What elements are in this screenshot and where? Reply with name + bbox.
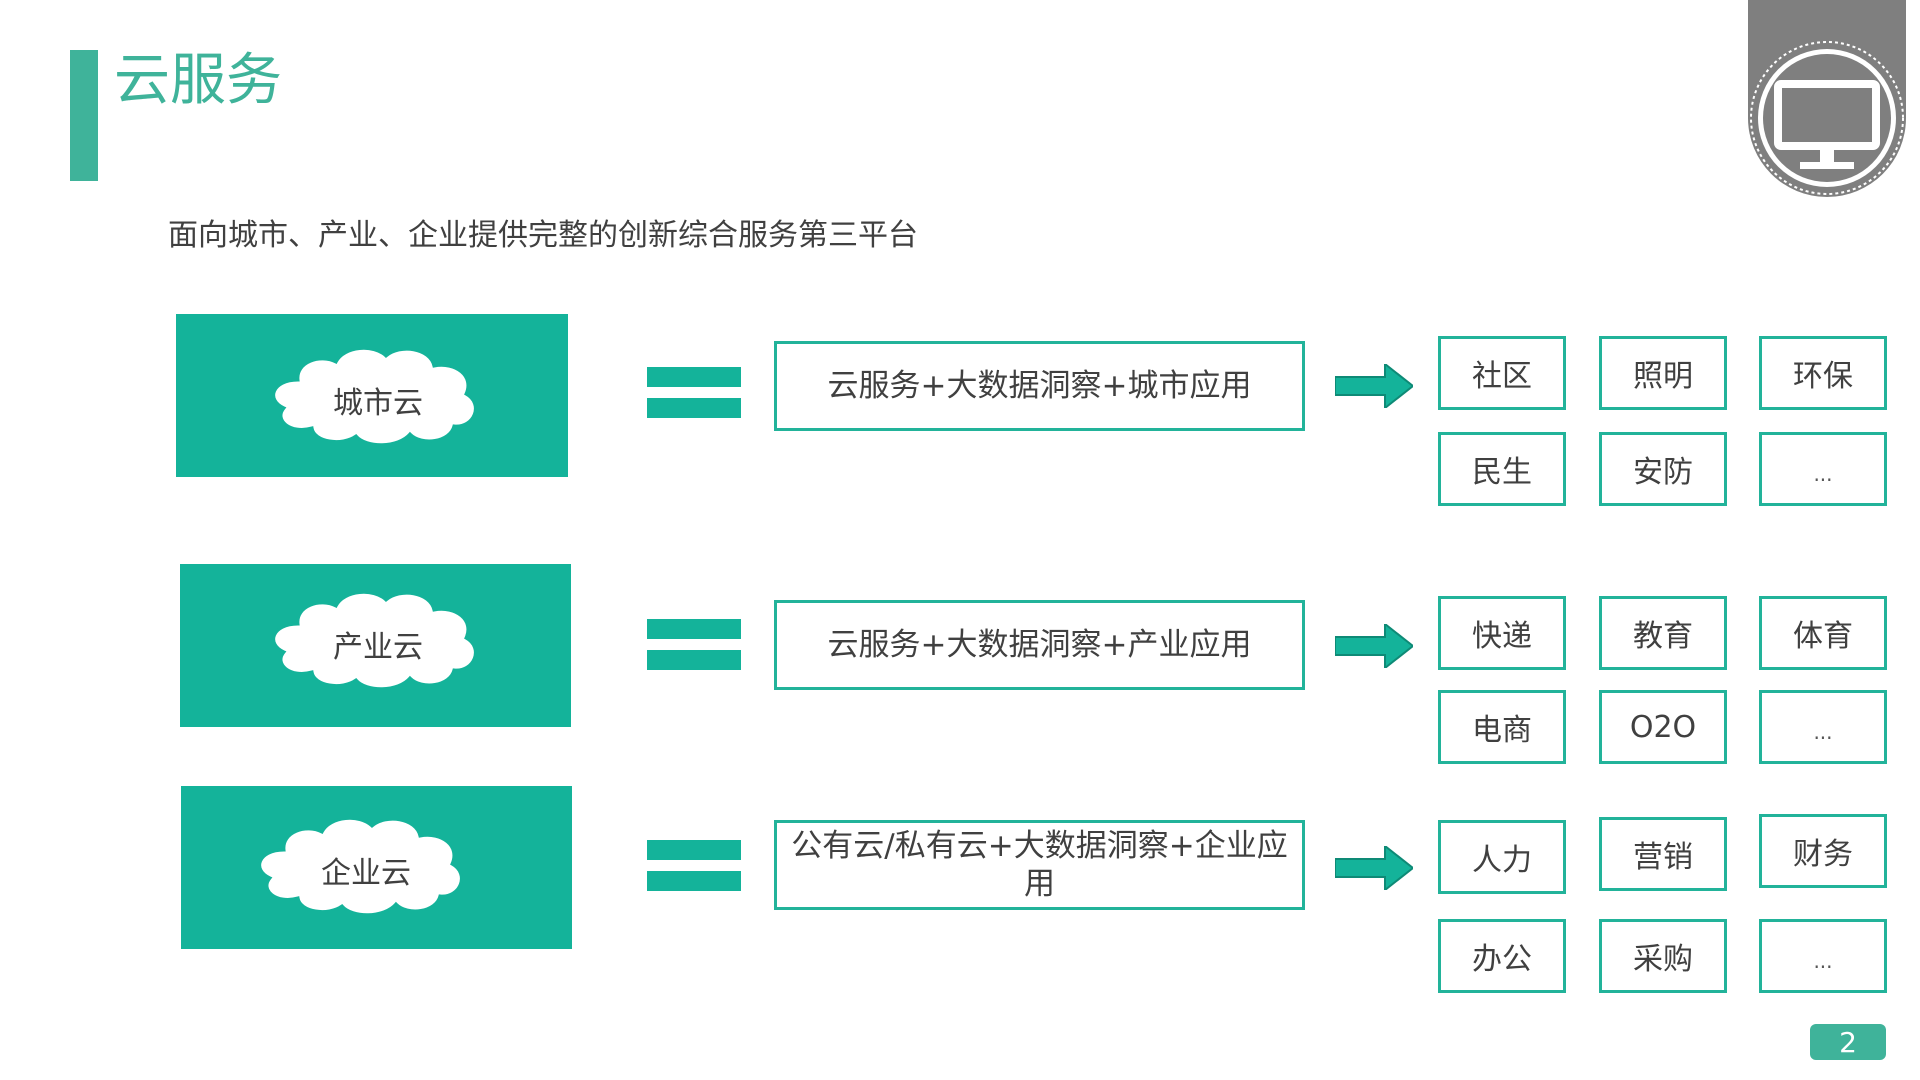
page-number: 2 bbox=[1810, 1024, 1886, 1060]
equals-bar-bottom bbox=[647, 398, 741, 418]
app-cell: O2O bbox=[1599, 690, 1727, 764]
more-cell: ... bbox=[1759, 919, 1887, 993]
app-cell: 人力 bbox=[1438, 820, 1566, 894]
app-cell: 采购 bbox=[1599, 919, 1727, 993]
more-cell: ... bbox=[1759, 432, 1887, 506]
app-cell: 社区 bbox=[1438, 336, 1566, 410]
app-cell: 教育 bbox=[1599, 596, 1727, 670]
equals-bar-bottom bbox=[647, 650, 741, 670]
app-cell: 环保 bbox=[1759, 336, 1887, 410]
equals-bar-top bbox=[647, 619, 741, 639]
right-arrow-icon bbox=[1335, 364, 1413, 408]
equals-bar-top bbox=[647, 367, 741, 387]
right-arrow-icon bbox=[1335, 624, 1413, 668]
more-cell: ... bbox=[1759, 690, 1887, 764]
app-cell: 照明 bbox=[1599, 336, 1727, 410]
equals-bar-top bbox=[647, 840, 741, 860]
app-cell: 办公 bbox=[1438, 919, 1566, 993]
formula-box: 公有云/私有云+大数据洞察+企业应用 bbox=[774, 820, 1305, 910]
app-cell: 电商 bbox=[1438, 690, 1566, 764]
page-title: 云服务 bbox=[114, 48, 282, 113]
app-cell: 安防 bbox=[1599, 432, 1727, 506]
equals-bar-bottom bbox=[647, 871, 741, 891]
app-cell: 体育 bbox=[1759, 596, 1887, 670]
cloud-shape bbox=[258, 816, 463, 917]
cloud-label: 企业云 bbox=[321, 856, 411, 891]
monitor-icon bbox=[1748, 0, 1906, 197]
app-cell: 营销 bbox=[1599, 817, 1727, 891]
app-cell: 快递 bbox=[1438, 596, 1566, 670]
title-accent-bar bbox=[70, 50, 98, 181]
page-subtitle: 面向城市、产业、企业提供完整的创新综合服务第三平台 bbox=[168, 218, 918, 253]
cloud-label: 产业云 bbox=[333, 630, 423, 665]
formula-box: 云服务+大数据洞察+产业应用 bbox=[774, 600, 1305, 690]
cloud-shape bbox=[272, 346, 477, 447]
app-cell: 财务 bbox=[1759, 814, 1887, 888]
cloud-shape bbox=[272, 590, 477, 691]
formula-box: 云服务+大数据洞察+城市应用 bbox=[774, 341, 1305, 431]
app-cell: 民生 bbox=[1438, 432, 1566, 506]
right-arrow-icon bbox=[1335, 846, 1413, 890]
cloud-label: 城市云 bbox=[333, 386, 423, 421]
